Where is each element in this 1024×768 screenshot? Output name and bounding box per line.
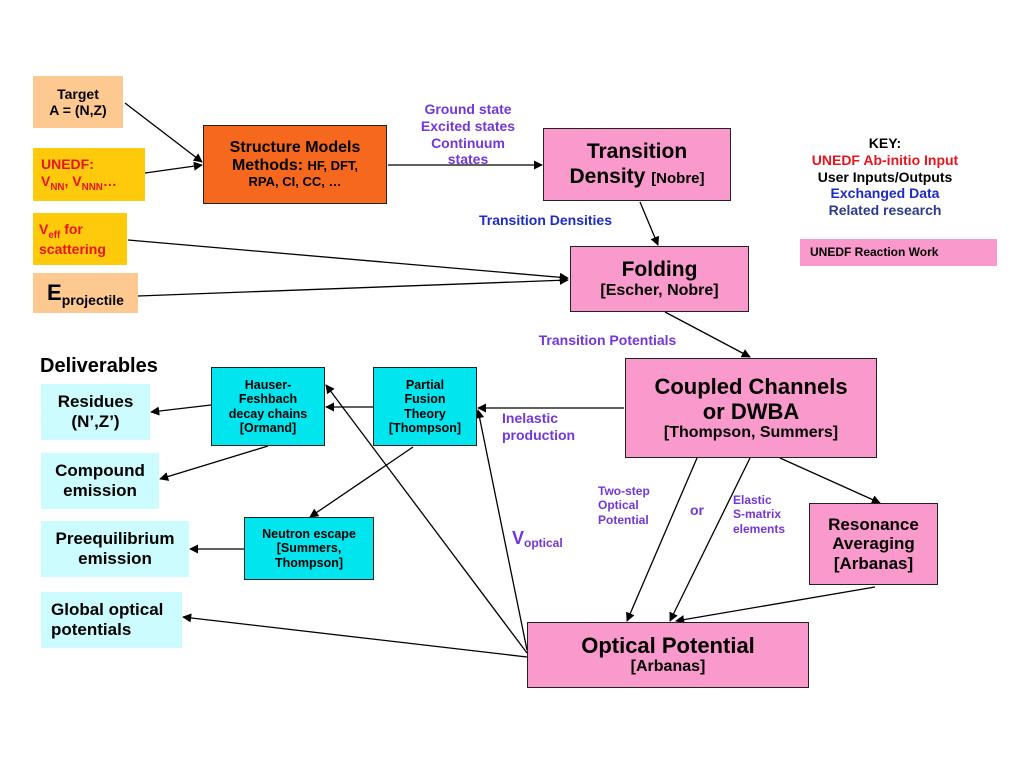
hauser-feshbach-box: Hauser- Feshbach decay chains [Ormand]: [211, 367, 325, 446]
key-user-io: User Inputs/Outputs: [817, 168, 953, 185]
key-exchanged: Exchanged Data: [830, 185, 940, 202]
elastic-smatrix-label: Elastic S-matrix elements: [733, 493, 786, 536]
transition-potentials-label: Transition Potentials: [538, 332, 677, 348]
or-label: or: [690, 502, 704, 518]
unedf-box: UNEDF: VNN, VNNN…: [33, 148, 145, 201]
arrow-coupled-optical-left: [626, 457, 698, 622]
key-legend: KEY: UNEDF Ab-initio Input User Inputs/O…: [780, 135, 990, 219]
folding-title: Folding: [621, 257, 698, 281]
preequilibrium-box: Preequilibrium emission: [41, 521, 189, 577]
transition-densities-label: Transition Densities: [478, 212, 613, 228]
transition-density-title: Transition: [586, 140, 688, 164]
optical-author: [Arbanas]: [630, 658, 706, 676]
resonance-averaging-box: Resonance Averaging [Arbanas]: [809, 503, 938, 585]
arrow-partial-neutron: [309, 446, 414, 518]
key-related: Related research: [828, 202, 942, 219]
folding-authors: [Escher, Nobre]: [600, 281, 719, 299]
veff-box: Veff for scattering: [33, 213, 127, 265]
arrow-transition-folding: [639, 201, 660, 246]
two-step-label: Two-step Optical Potential: [598, 484, 650, 527]
partial-fusion-box: Partial Fusion Theory [Thompson]: [373, 367, 477, 446]
coupled-title: Coupled Channels: [654, 373, 848, 399]
target-label: Target: [57, 85, 99, 102]
key-reaction-work: UNEDF Reaction Work: [800, 239, 997, 266]
unedf-label: UNEDF:: [41, 156, 94, 173]
coupled-authors: [Thompson, Summers]: [663, 424, 839, 442]
arrow-folding-coupled: [664, 311, 751, 358]
arrow-veff-folding: [127, 239, 569, 282]
eprojectile-box: Eprojectile: [33, 273, 138, 313]
global-optical-box: Global optical potentials: [41, 592, 182, 648]
arrow-optical-global: [182, 613, 528, 658]
arrow-hauser-compound: [159, 445, 269, 481]
structure-methods: Methods: HF, DFT,: [231, 157, 359, 175]
veff-scattering: scattering: [39, 240, 106, 257]
neutron-escape-box: Neutron escape [Summers, Thompson]: [244, 517, 374, 580]
compound-emission-box: Compound emission: [41, 453, 159, 509]
arrow-unedf-structure: [144, 161, 203, 174]
deliverables-heading: Deliverables: [40, 355, 158, 377]
coupled-or-dwba: or DWBA: [702, 398, 800, 424]
unedf-potentials: VNN, VNNN…: [41, 172, 117, 193]
coupled-channels-box: Coupled Channels or DWBA [Thompson, Summ…: [625, 358, 877, 458]
key-title: KEY:: [868, 135, 902, 151]
key-abinitio: UNEDF Ab-initio Input: [811, 151, 959, 168]
optical-title: Optical Potential: [581, 633, 755, 659]
transition-density-box: Transition Density [Nobre]: [543, 128, 731, 201]
residues-box: Residues (N’,Z’): [41, 384, 150, 440]
target-value: A = (N,Z): [49, 102, 107, 118]
arrow-target-structure: [124, 102, 203, 163]
structure-title: Structure Models: [229, 138, 361, 156]
veff-label: Veff for: [39, 220, 83, 241]
structure-models-box: Structure Models Methods: HF, DFT, RPA, …: [203, 125, 387, 204]
target-box: Target A = (N,Z): [33, 76, 123, 128]
inelastic-production-label: Inelastic production: [502, 410, 576, 443]
eprojectile-label: Eprojectile: [47, 280, 124, 309]
arrow-optical-hauser: [325, 384, 528, 654]
structure-methods-list: RPA, CI, CC, …: [248, 174, 342, 190]
arrow-hauser-residues: [150, 404, 212, 416]
folding-box: Folding [Escher, Nobre]: [570, 246, 749, 312]
arrow-eproj-folding: [137, 275, 569, 297]
optical-potential-box: Optical Potential [Arbanas]: [527, 622, 809, 688]
arrow-optical-partial: [475, 409, 528, 651]
arrow-resonance-optical: [675, 586, 876, 625]
transition-density-subtitle: Density [Nobre]: [569, 164, 705, 188]
arrow-coupled-optical-right: [669, 457, 751, 622]
voptical-label: Voptical: [512, 528, 563, 550]
ground-states-label: Ground state Excited states Continuum st…: [420, 101, 516, 168]
arrow-coupled-resonance: [779, 457, 881, 504]
